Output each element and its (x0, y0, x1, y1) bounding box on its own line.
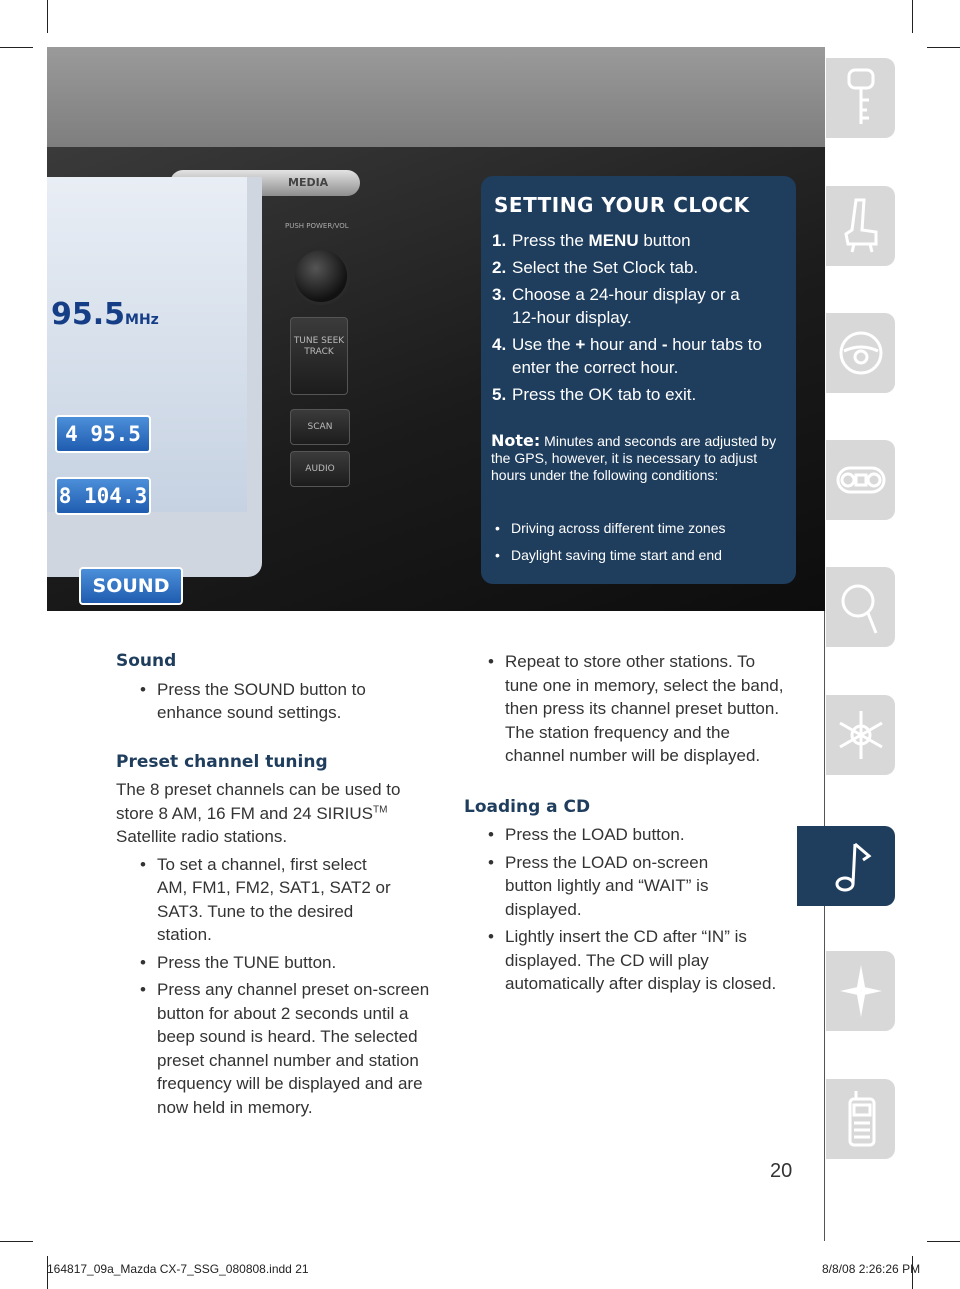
clock-step: 1. Press the MENU button (492, 229, 788, 252)
crop-mark (47, 0, 48, 33)
frequency-readout: 95.5MHz (51, 297, 159, 332)
loading-cd-heading: Loading a CD (464, 796, 591, 817)
compass-icon (840, 965, 882, 1017)
music-note-icon (835, 842, 872, 892)
crop-mark (0, 47, 33, 48)
preset-bullet: Repeat to store other stations. To tune … (464, 650, 789, 768)
step-text-part: hour tabs to enter the correct hour. (512, 335, 762, 377)
step-text-bold: + (575, 335, 586, 354)
frequency-unit: MHz (125, 312, 159, 328)
preset-paragraph-text-2: Satellite radio stations. (116, 827, 288, 846)
clock-step: 5. Press the OK tab to exit. (492, 383, 788, 406)
step-text-part: button (638, 231, 691, 250)
clock-steps-list: 1. Press the MENU button 2. Select the S… (492, 229, 788, 410)
frequency-value: 95.5 (51, 297, 126, 332)
note-bullet-list: Driving across different time zones Dayl… (491, 519, 791, 573)
left-column: Sound Press the SOUND button to enhance … (116, 650, 434, 1119)
section-tab-audio[interactable] (797, 826, 895, 906)
preset-button-8: 8 104.3 (55, 477, 151, 515)
note-text: Minutes and seconds are adjusted by the … (491, 433, 777, 483)
crop-mark (912, 0, 913, 33)
right-column: Repeat to store other stations. To tune … (464, 650, 789, 996)
preset-bullet: Press the TUNE button. (116, 951, 434, 975)
section-tab-navigation[interactable] (826, 951, 895, 1031)
note-label: Note: (491, 431, 541, 450)
cd-bullet: Press the LOAD button. (464, 823, 789, 847)
step-text: Use the + hour and - hour tabs to enter … (512, 333, 788, 379)
step-number: 1. (492, 231, 507, 250)
step-text-part: hour and (585, 335, 662, 354)
preset-button-4: 4 95.5 (55, 415, 151, 453)
steering-wheel-icon (839, 331, 883, 375)
key-icon (847, 68, 875, 124)
scan-label: SCAN (307, 422, 333, 432)
media-label: MEDIA (288, 176, 329, 189)
tune-seek-track-button: TUNE SEEK TRACK (290, 317, 348, 395)
step-number: 4. (492, 335, 507, 354)
power-vol-label: PUSH POWER/VOL (285, 222, 349, 230)
audio-button: AUDIO (290, 451, 350, 487)
page-edge-line (824, 47, 825, 1241)
print-date: 8/8/08 2:26:26 PM (822, 1262, 921, 1276)
step-text: Select the Set Clock tab. (512, 258, 699, 277)
note-bullet: Daylight saving time start and end (491, 546, 791, 564)
sound-button: SOUND (79, 567, 183, 605)
section-tab-seat[interactable] (826, 186, 895, 266)
preset-heading: Preset channel tuning (116, 751, 328, 772)
seat-icon (844, 198, 878, 253)
trademark-mark: TM (373, 803, 388, 815)
preset-paragraph-text: The 8 preset channels can be used to sto… (116, 780, 401, 823)
step-text: Press the OK tab to exit. (512, 385, 697, 404)
preset-paragraph: The 8 preset channels can be used to sto… (116, 778, 434, 849)
power-volume-knob (292, 247, 350, 305)
photo-top-area (47, 47, 825, 147)
preset-bullet: Press any channel preset on-screen butto… (116, 978, 434, 1119)
phone-icon (848, 1091, 876, 1147)
radio-display: 95.5MHz (47, 177, 262, 577)
crop-mark (927, 1241, 960, 1242)
section-tab-steering[interactable] (826, 313, 895, 393)
clock-note: Note: Minutes and seconds are adjusted b… (491, 432, 787, 484)
section-tab-key[interactable] (826, 58, 895, 138)
clock-panel-title: SETTING YOUR CLOCK (494, 193, 750, 217)
step-text: Choose a 24-hour display or a 12-hour di… (512, 285, 740, 327)
crop-mark (47, 1256, 48, 1289)
crop-mark (927, 47, 960, 48)
audio-label: AUDIO (305, 464, 335, 474)
clock-step: 2. Select the Set Clock tab. (492, 256, 788, 279)
magnifier-icon (841, 584, 878, 634)
section-tab-instruments[interactable] (826, 440, 895, 520)
cd-bullet: Press the LOAD on-screen button lightly … (464, 851, 789, 922)
step-text-bold: - (661, 335, 668, 354)
step-number: 5. (492, 385, 507, 404)
step-text: Press the MENU button (512, 229, 691, 252)
setting-clock-panel: SETTING YOUR CLOCK 1. Press the MENU but… (481, 176, 796, 584)
scan-button: SCAN (290, 409, 350, 445)
instrument-cluster-icon (836, 466, 886, 494)
step-number: 3. (492, 285, 507, 304)
section-tab-search[interactable] (826, 567, 895, 647)
step-text-part: Use the (512, 335, 576, 354)
section-tab-climate[interactable] (826, 695, 895, 775)
clock-step: 4. Use the + hour and - hour tabs to ent… (492, 333, 788, 379)
step-number: 2. (492, 258, 507, 277)
crop-mark (0, 1241, 33, 1242)
preset-bullet: To set a channel, first select AM, FM1, … (116, 853, 434, 947)
step-text-part: Press the (512, 231, 589, 250)
cd-bullet: Lightly insert the CD after “IN” is disp… (464, 925, 789, 996)
print-slug: 164817_09a_Mazda CX-7_SSG_080808.indd 21 (47, 1262, 309, 1276)
radio-display-inner: 95.5MHz (47, 177, 247, 512)
section-tab-phone[interactable] (826, 1079, 895, 1159)
step-text-bold: MENU (588, 231, 639, 250)
climate-fan-icon (839, 711, 883, 759)
page-number: 20 (770, 1160, 793, 1182)
clock-step: 3. Choose a 24-hour display or a 12-hour… (492, 283, 788, 329)
crop-mark (912, 1256, 913, 1289)
sound-heading: Sound (116, 651, 177, 671)
tune-label: TUNE SEEK TRACK (293, 336, 345, 357)
note-bullet: Driving across different time zones (491, 519, 791, 537)
sound-bullet: Press the SOUND button to enhance sound … (116, 678, 434, 725)
